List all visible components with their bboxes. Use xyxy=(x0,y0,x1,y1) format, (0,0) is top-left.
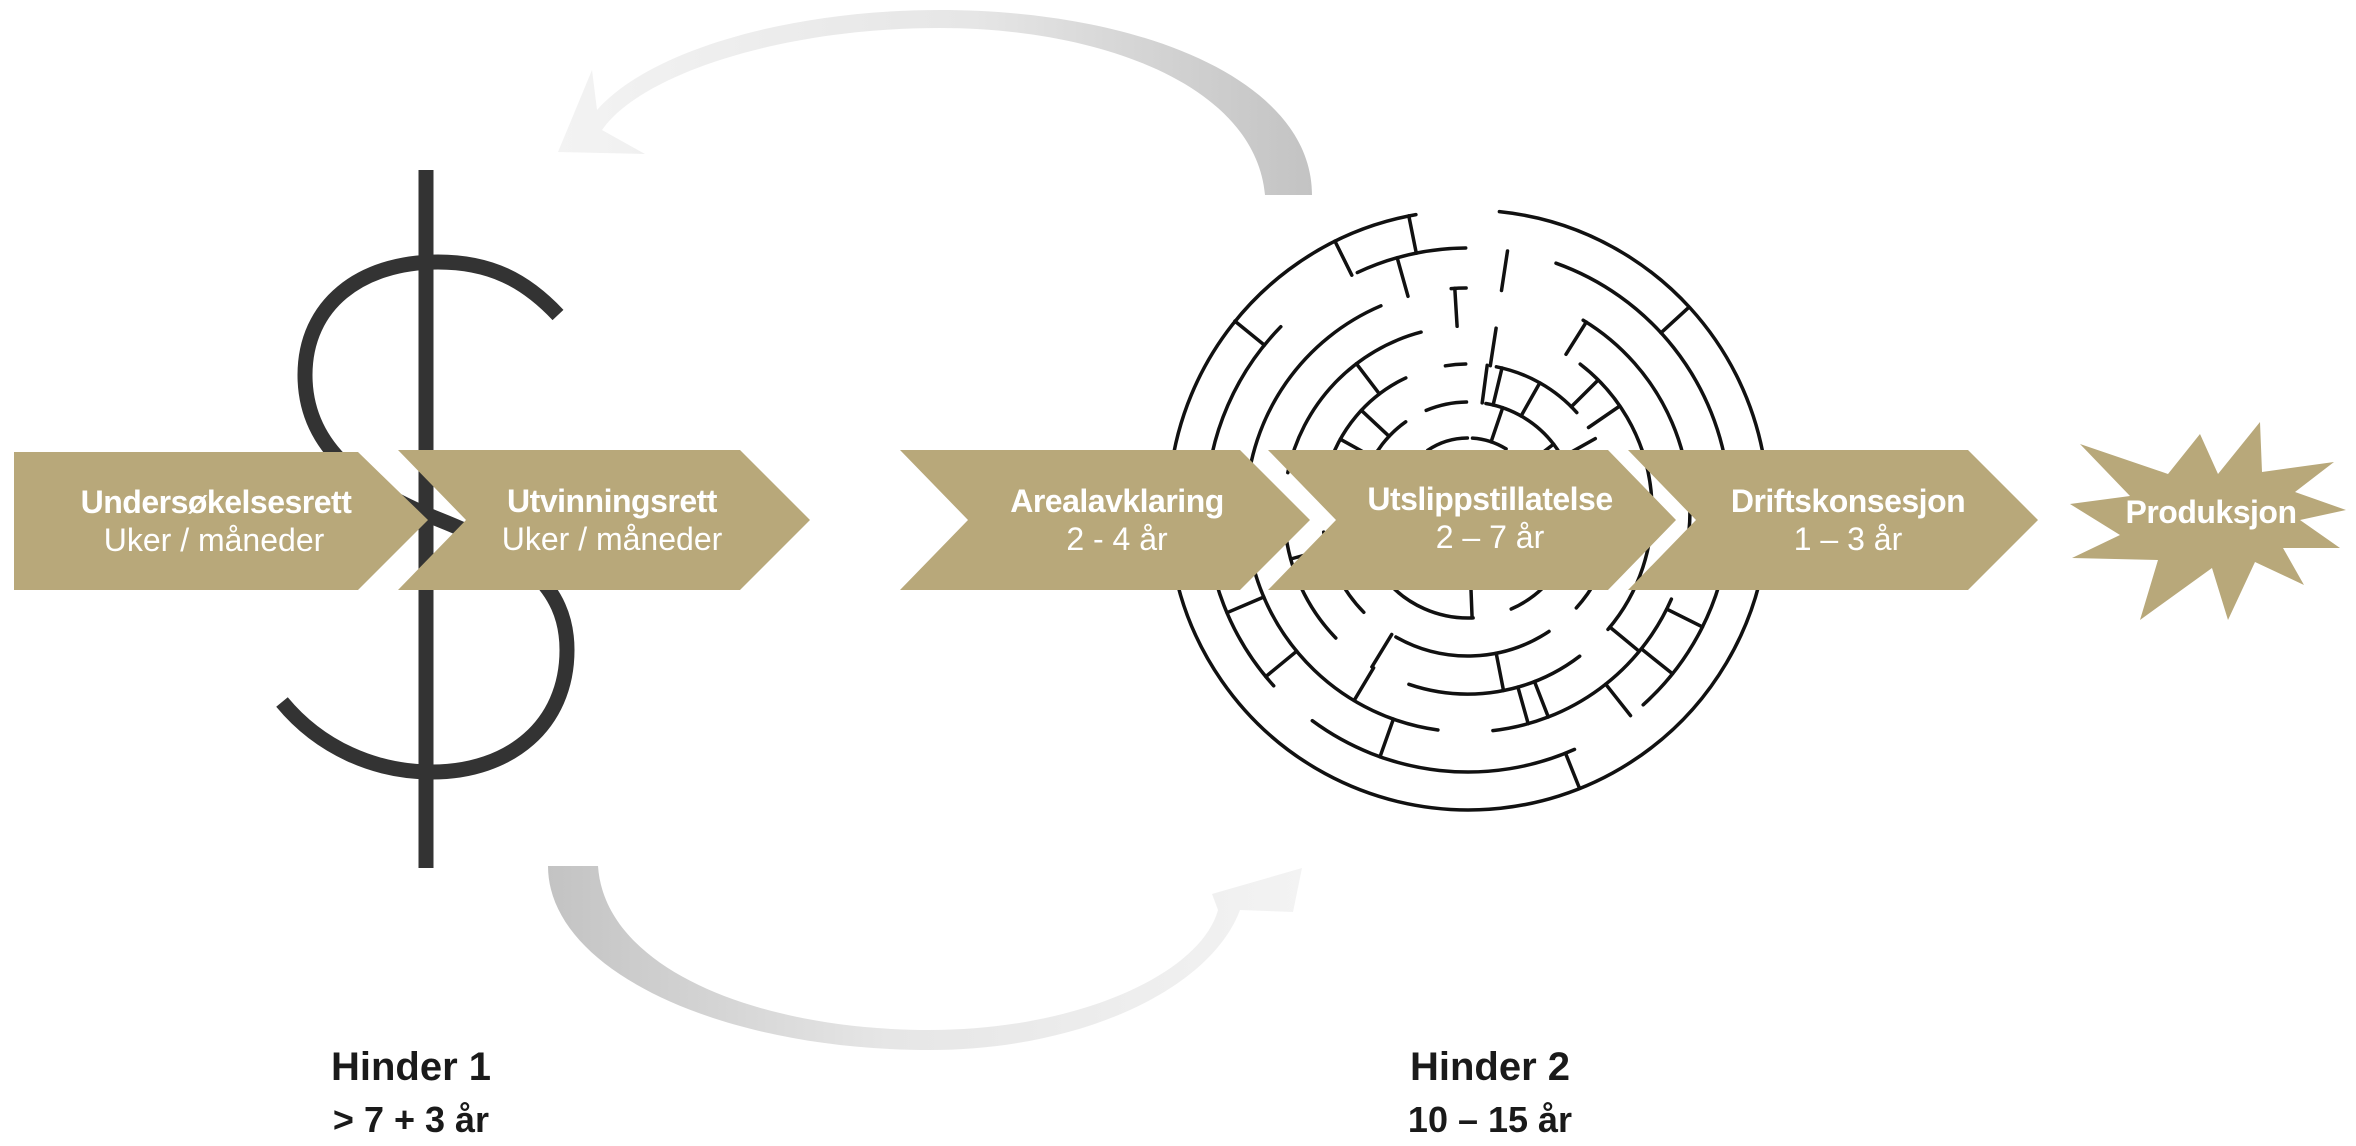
maze-wall xyxy=(1489,405,1505,444)
maze-wall xyxy=(1424,400,1469,413)
maze-wall xyxy=(1407,654,1582,696)
final-step-title: Produksjon xyxy=(2125,494,2296,530)
hinder-captions: Hinder 1 > 7 + 3 år Hinder 2 10 – 15 år xyxy=(331,1045,1572,1140)
maze-wall xyxy=(1516,685,1530,726)
maze-wall xyxy=(1554,261,1731,484)
step-title: Undersøkelsesrett xyxy=(81,484,353,520)
maze-wall xyxy=(1564,320,1589,357)
maze-wall xyxy=(1659,305,1691,335)
step-title: Utslippstillatelse xyxy=(1367,481,1612,517)
hinder-1-title: Hinder 1 xyxy=(331,1045,491,1089)
chevron-undersokelsesrett xyxy=(14,452,428,590)
step-duration: Uker / måneder xyxy=(104,522,325,558)
maze-wall xyxy=(1286,330,1423,475)
maze-wall xyxy=(1395,256,1410,299)
maze-wall xyxy=(1425,436,1470,453)
hinder-2-duration: 10 – 15 år xyxy=(1408,1099,1572,1140)
maze-wall xyxy=(1453,286,1459,329)
maze-outer-ring xyxy=(1166,209,1770,812)
maze-wall xyxy=(1378,717,1396,759)
chevron-arealavklaring xyxy=(900,450,1310,590)
maze-wall xyxy=(1491,597,1674,733)
maze-wall xyxy=(1264,649,1299,679)
maze-wall xyxy=(1586,404,1622,430)
step-title: Utvinningsrett xyxy=(507,483,718,519)
maze-wall xyxy=(1608,625,1641,654)
maze-wall xyxy=(1359,408,1391,439)
maze-wall xyxy=(1532,679,1551,719)
hinder-2-title: Hinder 2 xyxy=(1410,1045,1570,1089)
chevron-driftskonsesjon xyxy=(1628,450,2038,590)
maze-wall xyxy=(1333,239,1354,277)
maze-wall xyxy=(1247,547,1440,732)
maze-wall xyxy=(1394,629,1551,658)
maze-wall xyxy=(1407,214,1419,255)
maze-wall xyxy=(1491,366,1504,407)
cycle-arrow-top-icon xyxy=(558,10,1312,195)
maze-wall xyxy=(1639,647,1675,676)
maze-wall xyxy=(1494,651,1506,693)
maze-wall xyxy=(1310,718,1577,774)
maze-wall xyxy=(1470,436,1508,451)
maze-wall xyxy=(1569,378,1600,409)
maze-wall xyxy=(1664,607,1705,629)
hinder-1-duration: > 7 + 3 år xyxy=(333,1099,489,1140)
maze-wall xyxy=(1581,318,1692,559)
step-duration: 2 – 7 år xyxy=(1436,519,1545,555)
star-produksjon xyxy=(2070,422,2346,620)
chevron-utslippstillatelse xyxy=(1268,450,1676,590)
maze-wall xyxy=(1499,249,1510,293)
maze-wall xyxy=(1519,381,1542,418)
chevron-utvinningsrett xyxy=(398,450,810,590)
process-chevrons xyxy=(14,422,2346,620)
maze-wall xyxy=(1354,361,1382,396)
chevron-labels: Undersøkelsesrett Uker / måneder Utvinni… xyxy=(81,481,2297,558)
maze-wall xyxy=(1352,666,1376,703)
maze-wall xyxy=(1488,326,1498,368)
maze-wall xyxy=(1225,595,1266,615)
step-duration: 2 - 4 år xyxy=(1066,521,1168,557)
maze-wall xyxy=(1233,319,1267,347)
maze-wall xyxy=(1449,286,1468,291)
cycle-arrow-bottom-icon xyxy=(548,866,1302,1050)
maze-wall xyxy=(1480,363,1489,405)
step-title: Driftskonsesjon xyxy=(1731,483,1965,519)
step-duration: Uker / måneder xyxy=(502,521,723,557)
maze-wall xyxy=(1355,246,1468,275)
maze-wall xyxy=(1578,362,1654,632)
step-duration: 1 – 3 år xyxy=(1794,521,1903,557)
maze-wall xyxy=(1370,632,1394,669)
step-title: Arealavklaring xyxy=(1010,483,1224,519)
maze-wall xyxy=(1603,682,1633,718)
maze-wall xyxy=(1563,751,1582,791)
maze-wall xyxy=(1443,362,1468,368)
